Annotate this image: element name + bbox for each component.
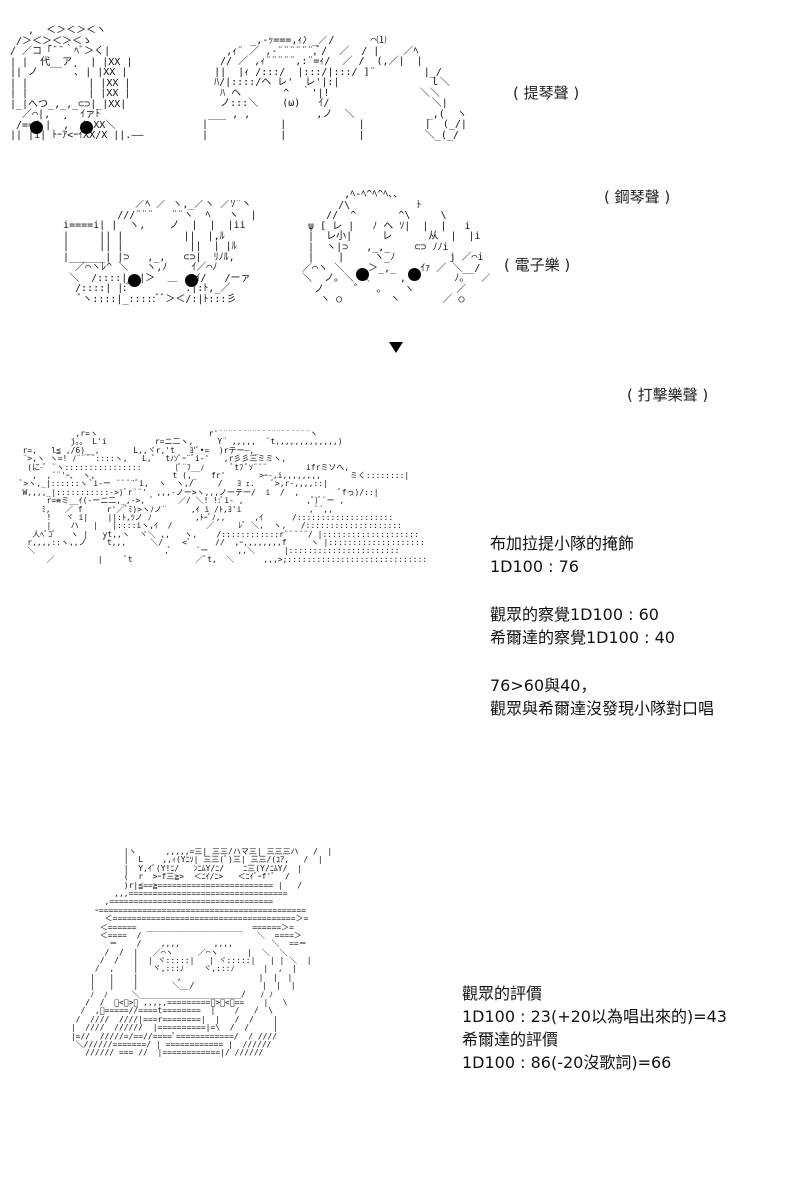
panel-band-performance: , ＜＞＜＞＜ヽ /＞＜＞＜＞＜ゝ / ／コ「¯¯｀ﾍﾞ＞く| | | 代__ア… — [0, 0, 800, 420]
cover-check-results: 布加拉提小隊的掩飾 1D100 : 76 觀眾的察覺1D100 : 60 希爾達… — [490, 532, 714, 720]
text-line-audience-eval-roll: 1D100 : 23(+20以為唱出來的)=43 — [462, 1007, 727, 1026]
text-line-conclusion: 觀眾與希爾達沒發現小隊對口唱 — [490, 699, 715, 718]
text-line-hilda-eval-roll: 1D100 : 86(-20沒歌詞)=66 — [462, 1053, 672, 1072]
ascii-art-character-3: ／ﾍ ／ ヽ,_／ヽ ／ｿ¨ヽ ///¨¨¨ ¨¨ヽ ﾍ ヽ | i====i|… — [63, 200, 257, 305]
ascii-art-crowd: ,r=ヽ r'¨¨¨¨¨¨¨¨¨¨¨¨¨¨¨¨¨¨¨ヽ j。。 L'i r=ニ二… — [17, 430, 428, 564]
ascii-art-character-4: ,ﾍ-ﾍ^ﾍ^ﾍ､､ /\ ﾄ // ^ ^\ \ ψ [ レ | ﾉ ヘ ｿ|… — [302, 190, 490, 305]
figure-4-nose — [389, 342, 403, 353]
text-line-hilda-roll: 希爾達的察覺1D100 : 40 — [490, 628, 675, 647]
label-harp: ( 提琴聲 ) — [513, 84, 580, 102]
text-line-spacer — [490, 649, 714, 674]
text-line-hilda-eval-title: 希爾達的評價 — [462, 1030, 559, 1049]
figure-3-left-eye — [128, 274, 141, 287]
ascii-art-hat-girl: |ヽ ,,,,,=三| 三三/ハマ三| 三三三ハ / | | L ,,ｨ(Yﾆｿ… — [70, 848, 333, 1058]
figure-4-left-eye — [356, 268, 369, 281]
panel-cover-check: ,r=ヽ r'¨¨¨¨¨¨¨¨¨¨¨¨¨¨¨¨¨¨¨ヽ j。。 L'i r=ニ二… — [0, 420, 800, 820]
ascii-art-character-2: _,-ｯ===,ｨ〉_／/ ⌒⑴ ,ｨ¨ ／ ,-¨¨¨¨¨¨,ﾞ/ ／ / |… — [202, 36, 467, 141]
figure-1-right-eye — [80, 121, 93, 134]
label-piano: ( 鋼琴聲 ) — [604, 188, 671, 206]
figure-3-right-eye — [185, 274, 198, 287]
text-line-audience-roll: 觀眾的察覺1D100 : 60 — [490, 605, 659, 624]
label-percussion: ( 打擊樂聲 ) — [627, 386, 709, 404]
text-line-cover-roll: 1D100 : 76 — [490, 557, 579, 576]
figure-1-left-eye — [30, 121, 43, 134]
evaluation-results: 觀眾的評價 1D100 : 23(+20以為唱出來的)=43 希爾達的評價 1D… — [462, 982, 727, 1074]
panel-evaluation: |ヽ ,,,,,=三| 三三/ハマ三| 三三三ハ / | | L ,,ｨ(Yﾆｿ… — [0, 820, 800, 1200]
text-line-spacer — [490, 578, 714, 603]
label-electronic: ( 電子樂 ) — [504, 256, 571, 274]
text-line-comparison: 76>60與40， — [490, 676, 597, 695]
text-line-audience-eval-title: 觀眾的評價 — [462, 984, 543, 1003]
text-line-cover-title: 布加拉提小隊的掩飾 — [490, 534, 635, 553]
figure-4-right-eye — [408, 268, 421, 281]
